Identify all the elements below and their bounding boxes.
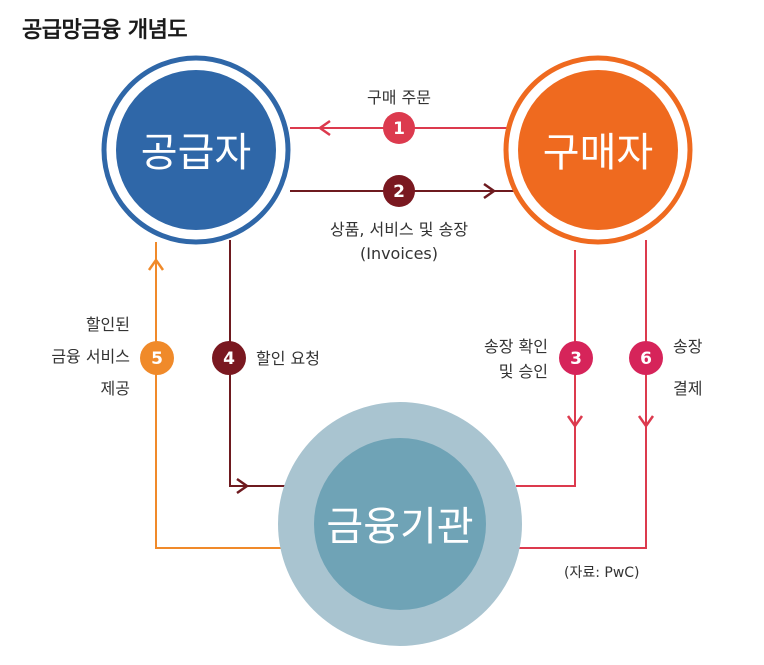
supplier-label: 공급자 xyxy=(141,130,251,176)
flow-5-line xyxy=(155,242,284,549)
svg-text:2: 2 xyxy=(393,182,405,202)
flow-4-label: 할인 요청 xyxy=(256,349,320,368)
flow-3-line xyxy=(516,250,576,487)
badge-3: 3 xyxy=(559,341,593,375)
badge-5: 5 xyxy=(140,341,174,375)
flow-3-label-line1: 송장 확인 xyxy=(484,337,548,356)
flow-4-line xyxy=(229,240,290,487)
flow-4-arrowhead xyxy=(236,477,250,495)
source-note: (자료: PwC) xyxy=(564,565,640,581)
flow-2-label-line1: 상품, 서비스 및 송장 xyxy=(330,220,468,239)
flow-6-label-line1: 송장 xyxy=(673,337,703,356)
badge-6: 6 xyxy=(629,341,663,375)
flow-2-arrowhead xyxy=(483,182,497,200)
flow-5-arrowhead xyxy=(147,257,165,271)
flow-3-label-line2: 및 승인 xyxy=(499,362,548,381)
svg-text:1: 1 xyxy=(393,119,405,139)
svg-text:6: 6 xyxy=(640,349,652,369)
flow-1-label: 구매 주문 xyxy=(367,88,431,107)
flow-6-arrowhead xyxy=(637,415,655,429)
flow-6-line xyxy=(516,240,647,549)
page-title: 공급망금융 개념도 xyxy=(22,18,188,43)
flow-1-arrowhead xyxy=(317,119,331,137)
badge-2: 2 xyxy=(383,175,415,207)
badge-4: 4 xyxy=(212,341,246,375)
flow-5-label-line3: 제공 xyxy=(101,379,130,398)
svg-text:3: 3 xyxy=(570,349,582,369)
svg-text:5: 5 xyxy=(151,349,163,369)
flow-2-label-line2: (Invoices) xyxy=(360,244,438,263)
finance-node: 금융기관 xyxy=(278,402,522,646)
flow-6-label-line2: 결제 xyxy=(673,379,702,398)
flow-5-label-line1: 할인된 xyxy=(86,315,130,334)
flow-5-label-line2: 금융 서비스 xyxy=(51,347,130,366)
supplier-node: 공급자 xyxy=(101,55,291,245)
badge-1: 1 xyxy=(383,112,415,144)
buyer-node: 구매자 xyxy=(503,55,693,245)
buyer-label: 구매자 xyxy=(543,130,653,176)
svg-text:4: 4 xyxy=(223,349,235,369)
finance-label: 금융기관 xyxy=(326,504,473,550)
flow-3-arrowhead xyxy=(566,415,584,429)
